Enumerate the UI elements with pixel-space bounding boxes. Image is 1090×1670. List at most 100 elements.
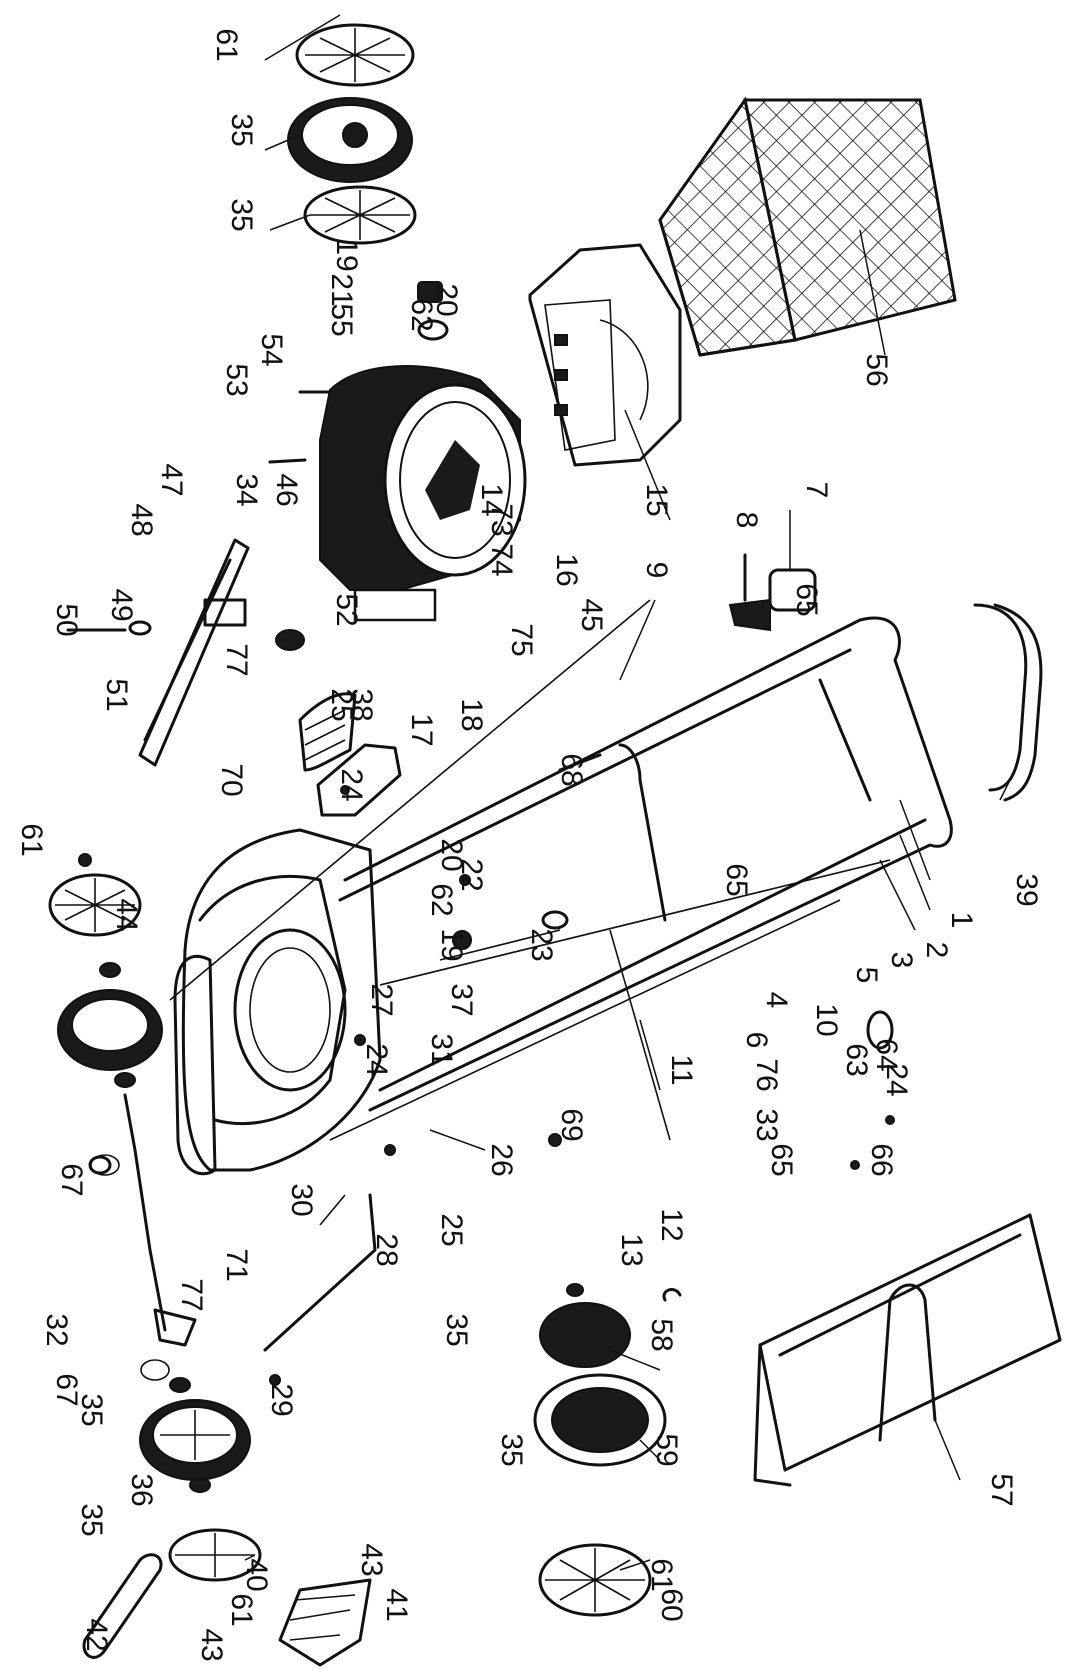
part-label-65: 65: [720, 863, 753, 896]
part-label-54: 54: [255, 333, 288, 366]
part-label-43: 43: [195, 1628, 228, 1661]
part-label-24: 24: [880, 1063, 913, 1096]
handle-frame: [338, 616, 953, 1112]
part-label-49: 49: [105, 588, 138, 621]
part-label-29: 29: [265, 1383, 298, 1416]
part-label-46: 46: [270, 473, 303, 506]
grass-bag: [658, 96, 957, 357]
part-label-1: 1: [945, 912, 978, 929]
part-label-14: 14: [475, 483, 508, 516]
part-label-20: 20: [430, 283, 463, 316]
throttle-lever: [728, 553, 817, 632]
part-label-36: 36: [125, 1473, 158, 1506]
part-label-48: 48: [125, 503, 158, 536]
part-label-25: 25: [325, 688, 358, 721]
rear-wheel-right: [533, 1283, 667, 1617]
part-label-25: 25: [435, 1213, 468, 1246]
part-label-69: 69: [555, 1108, 588, 1141]
part-label-50: 50: [50, 603, 83, 636]
part-label-41: 41: [380, 1588, 413, 1621]
height-plate: [316, 743, 402, 817]
blade-assembly: [66, 538, 305, 767]
part-label-43: 43: [355, 1543, 388, 1576]
part-label-63: 63: [840, 1043, 873, 1076]
mulch-plug: [278, 1578, 372, 1667]
part-label-53: 53: [220, 363, 253, 396]
part-label-66: 66: [865, 1143, 898, 1176]
part-label-18: 18: [455, 698, 488, 731]
part-label-74: 74: [485, 543, 518, 576]
part-label-67: 67: [55, 1163, 88, 1196]
side-frame: [753, 1213, 1062, 1487]
part-label-35: 35: [440, 1313, 473, 1346]
part-label-68: 68: [555, 753, 588, 786]
part-label-28: 28: [370, 1233, 403, 1266]
part-label-8: 8: [730, 512, 763, 529]
part-label-19: 19: [435, 928, 468, 961]
rear-guard: [528, 243, 682, 467]
rear-flap: [298, 692, 357, 772]
part-label-24: 24: [360, 1043, 393, 1076]
bail-bar: [973, 603, 1043, 802]
part-label-6: 6: [740, 1032, 773, 1049]
part-label-76: 76: [750, 1058, 783, 1091]
part-label-65: 65: [790, 583, 823, 616]
part-label-57: 57: [985, 1473, 1018, 1506]
part-label-35: 35: [225, 198, 258, 231]
part-label-38: 38: [345, 688, 378, 721]
part-label-60: 60: [655, 1588, 688, 1621]
part-label-20: 20: [435, 838, 468, 871]
part-label-37: 37: [445, 983, 478, 1016]
part-label-56: 56: [860, 353, 893, 386]
part-label-62: 62: [405, 298, 438, 331]
upper-wheel-assembly: [287, 23, 417, 245]
part-label-64: 64: [870, 1038, 903, 1071]
hubcap-and-belt: [82, 1528, 262, 1659]
control-cables: [169, 599, 891, 1141]
part-label-67: 67: [50, 1373, 83, 1406]
part-label-13: 13: [615, 1233, 648, 1266]
part-label-26: 26: [485, 1143, 518, 1176]
part-label-47: 47: [155, 463, 188, 496]
part-label-35: 35: [495, 1433, 528, 1466]
part-label-61: 61: [210, 28, 243, 61]
part-label-3: 3: [885, 952, 918, 969]
part-label-16: 16: [550, 553, 583, 586]
part-label-35: 35: [225, 113, 258, 146]
part-label-21: 21: [325, 273, 358, 306]
part-label-34: 34: [230, 473, 263, 506]
part-label-23: 23: [525, 928, 558, 961]
part-label-59: 59: [650, 1433, 683, 1466]
part-label-45: 45: [575, 598, 608, 631]
part-label-61: 61: [645, 1558, 678, 1591]
hardware-bits: [78, 853, 895, 1386]
part-label-40: 40: [240, 1558, 273, 1591]
part-label-61: 61: [15, 823, 48, 856]
part-label-77: 77: [175, 1278, 208, 1311]
part-label-65: 65: [765, 1143, 798, 1176]
part-label-77: 77: [220, 643, 253, 676]
part-label-10: 10: [810, 1003, 843, 1036]
part-label-35: 35: [75, 1503, 108, 1536]
misc-rods: [263, 1193, 377, 1352]
rear-wheel-left: [139, 1377, 251, 1493]
part-label-58: 58: [645, 1318, 678, 1351]
part-label-24: 24: [335, 768, 368, 801]
part-label-39: 39: [1010, 873, 1043, 906]
part-label-31: 31: [425, 1033, 458, 1066]
part-label-15: 15: [640, 483, 673, 516]
leader-lines: [244, 14, 1011, 1571]
part-label-12: 12: [655, 1208, 688, 1241]
part-label-33: 33: [750, 1108, 783, 1141]
engine-small-parts: [268, 281, 449, 464]
part-label-55: 55: [325, 303, 358, 336]
part-label-7: 7: [800, 482, 833, 499]
part-label-42: 42: [80, 1618, 113, 1651]
part-label-2: 2: [920, 942, 953, 959]
axle-rod: [90, 1093, 197, 1381]
part-label-4: 4: [760, 992, 793, 1009]
mower-deck: [173, 828, 382, 1176]
front-wheel-assembly: [48, 873, 163, 1088]
part-label-62: 62: [425, 883, 458, 916]
